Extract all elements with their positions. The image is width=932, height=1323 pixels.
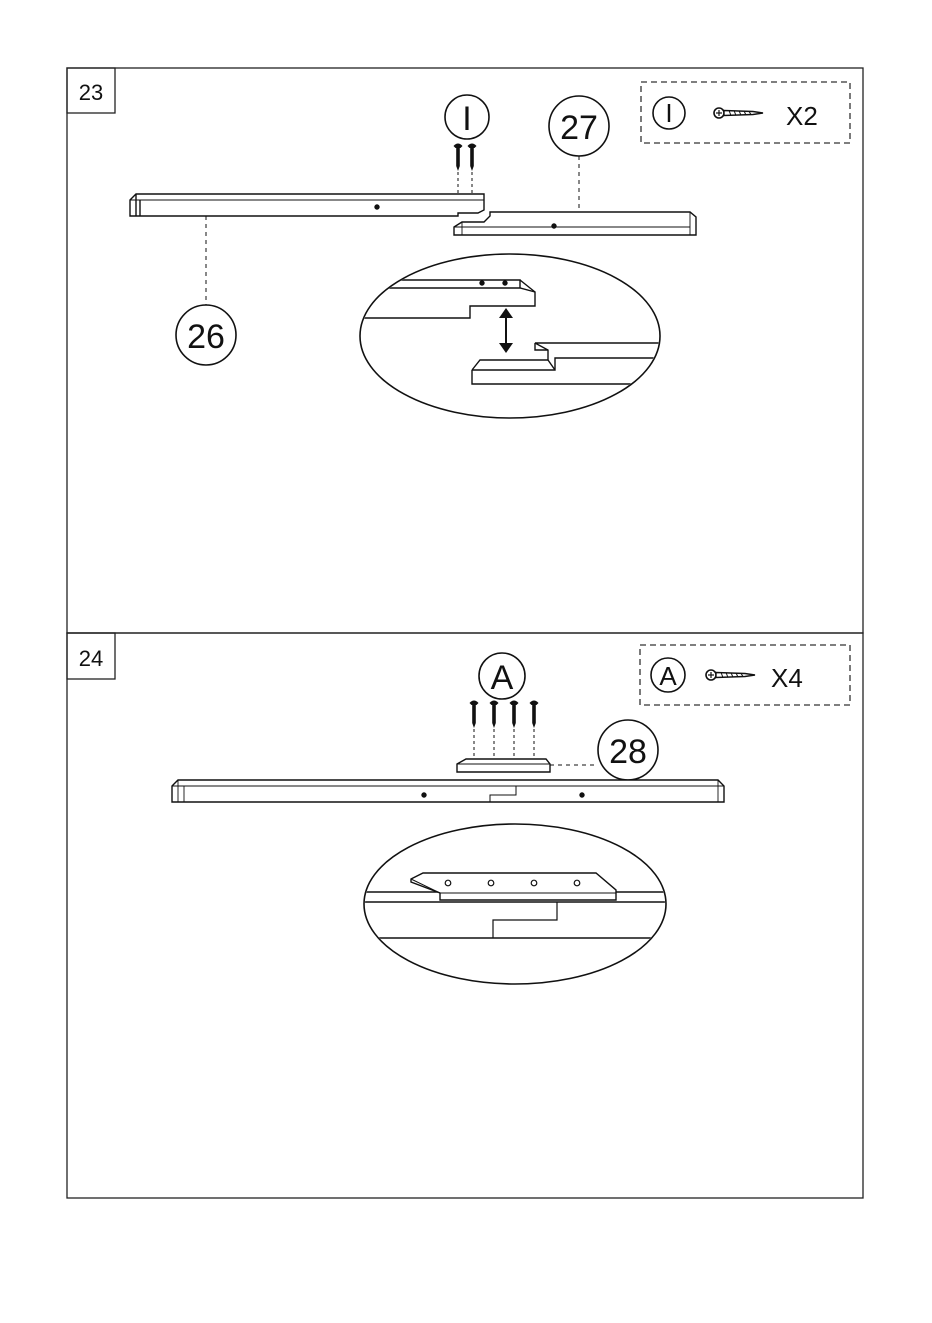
step-number: 24 xyxy=(79,646,103,671)
hardware-label: A xyxy=(659,661,677,691)
hardware-quantity: X2 xyxy=(786,101,818,131)
step-23-panel: 23 I X2 I xyxy=(67,68,863,633)
plate-28 xyxy=(457,759,550,772)
board-27 xyxy=(454,212,696,235)
hardware-label: I xyxy=(665,98,672,128)
board-26 xyxy=(130,194,484,216)
svg-text:28: 28 xyxy=(609,733,647,771)
part-callout-27: 27 xyxy=(549,96,609,212)
step-24-panel: 24 A X4 A xyxy=(67,633,863,1198)
detail-view-24 xyxy=(360,824,670,984)
svg-text:26: 26 xyxy=(187,318,225,356)
screw-callout: A xyxy=(479,653,525,699)
hardware-legend: A X4 xyxy=(640,645,850,705)
part-callout-26: 26 xyxy=(176,216,236,365)
joined-beam xyxy=(172,780,724,802)
step-number-box: 23 xyxy=(67,68,115,113)
screw-icon xyxy=(706,670,755,680)
screw-icon xyxy=(714,108,763,118)
hardware-quantity: X4 xyxy=(771,663,803,693)
svg-text:A: A xyxy=(491,659,514,697)
step-number-box: 24 xyxy=(67,633,115,679)
svg-text:I: I xyxy=(462,100,471,138)
screw-callout: I xyxy=(445,95,489,139)
part-callout-28: 28 xyxy=(550,720,658,780)
svg-text:27: 27 xyxy=(560,109,598,147)
step-number: 23 xyxy=(79,80,103,105)
detail-view-23 xyxy=(360,254,660,418)
screws xyxy=(470,701,539,761)
hardware-legend: I X2 xyxy=(641,82,850,143)
